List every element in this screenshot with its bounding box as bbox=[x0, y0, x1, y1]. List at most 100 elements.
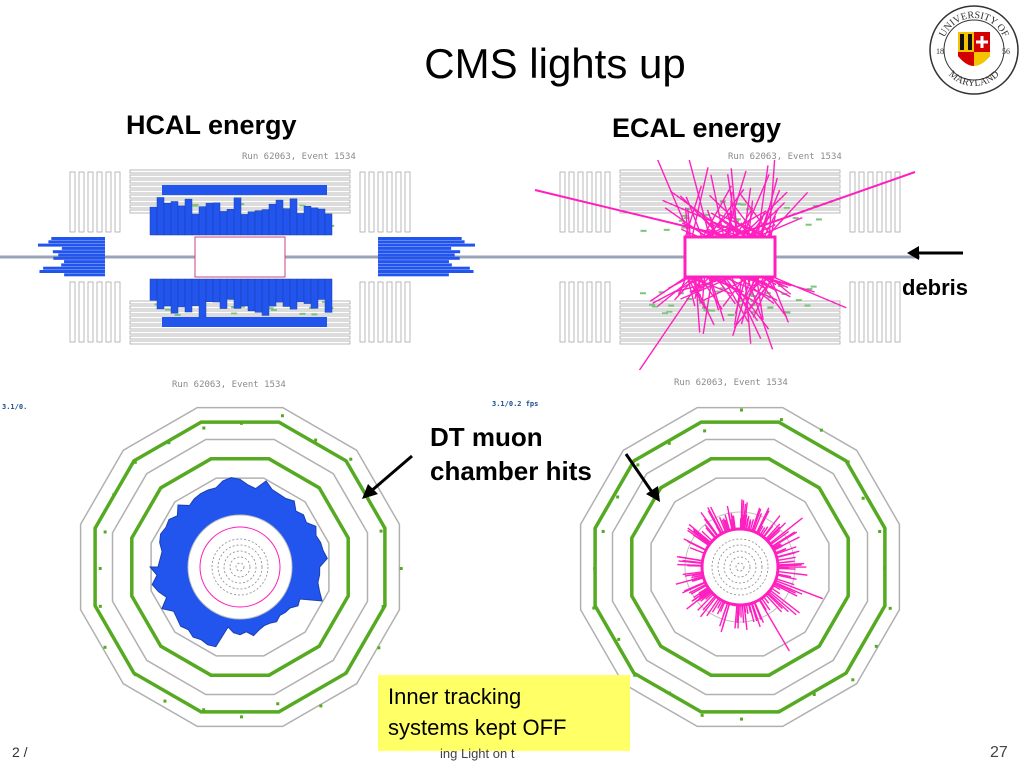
fps-readout-right: 3.1/0.2 fps bbox=[492, 400, 539, 408]
muon-hit bbox=[861, 496, 865, 500]
muon-hit bbox=[163, 699, 167, 703]
hcal-forward-tower bbox=[61, 263, 105, 267]
ecal-barrel-ring bbox=[700, 527, 780, 607]
muon-ring bbox=[650, 477, 830, 657]
muon-hit bbox=[299, 312, 306, 315]
hcal-tower bbox=[296, 278, 305, 303]
endcap-chamber bbox=[604, 281, 611, 343]
ecal-deposit bbox=[687, 529, 710, 546]
ecal-deposit bbox=[756, 510, 770, 534]
ecal-deposit bbox=[757, 165, 769, 238]
hcal-forward-tower bbox=[378, 250, 461, 254]
muon-hit bbox=[344, 671, 348, 675]
dt-muon-label-line1: DT muon bbox=[430, 422, 543, 452]
ecal-deposit bbox=[692, 530, 711, 545]
muon-hit bbox=[192, 203, 199, 206]
muon-hit bbox=[740, 203, 747, 206]
ecal-deposit bbox=[691, 588, 710, 602]
hcal-tower bbox=[170, 201, 179, 236]
hcal-forward-tower bbox=[43, 266, 105, 270]
muon-chamber-bottom bbox=[129, 310, 351, 315]
endcap-chamber bbox=[368, 281, 375, 343]
hcal-forward-tower bbox=[378, 260, 449, 264]
muon-hit bbox=[784, 311, 791, 314]
fps-readout-left: 3.1/0. bbox=[2, 403, 28, 411]
hcal-tower bbox=[156, 197, 165, 236]
muon-hit bbox=[819, 428, 823, 432]
endcap-chamber bbox=[368, 171, 375, 233]
endcap-chamber bbox=[78, 281, 85, 343]
muon-hit bbox=[751, 311, 758, 314]
hcal-tower bbox=[275, 278, 284, 303]
endcap-chamber bbox=[604, 171, 611, 233]
muon-hit bbox=[593, 567, 597, 570]
ecal-deposit bbox=[773, 583, 798, 597]
muon-hit bbox=[709, 309, 716, 312]
hcal-tower bbox=[247, 278, 256, 312]
muon-hit bbox=[202, 426, 206, 430]
muon-hit bbox=[240, 715, 243, 719]
muon-hit bbox=[681, 214, 688, 217]
ecal-deposit bbox=[775, 547, 787, 554]
endcap-chamber bbox=[386, 171, 393, 233]
ecal-deposit bbox=[703, 518, 718, 537]
ecal-deposit bbox=[777, 556, 796, 562]
endcap-chamber bbox=[395, 171, 402, 233]
ecal-deposit bbox=[737, 276, 775, 304]
endcap-chamber bbox=[105, 171, 112, 233]
hcal-tower bbox=[317, 278, 326, 300]
ecal-deposit bbox=[765, 523, 781, 540]
ecal-deposit bbox=[693, 587, 709, 599]
ecal-deposit bbox=[682, 571, 703, 576]
hcal-forward-tower bbox=[378, 246, 452, 250]
endcap-chamber bbox=[69, 281, 76, 343]
hcal-forward-tower bbox=[378, 270, 474, 273]
muon-hit bbox=[661, 312, 668, 315]
hcal-tower bbox=[254, 278, 263, 313]
run-event-label-hcal-end: Run 62063, Event 1534 bbox=[172, 380, 286, 390]
endcap-chamber bbox=[885, 281, 892, 343]
hcal-forward-tower bbox=[64, 260, 105, 264]
muon-hit bbox=[735, 202, 742, 205]
hcal-side-view-display bbox=[0, 169, 490, 345]
hcal-tower bbox=[156, 278, 165, 310]
ecal-deposit bbox=[740, 276, 756, 325]
muon-hit bbox=[883, 567, 887, 570]
ecal-deposit bbox=[762, 515, 781, 538]
run-event-label-ecal-side: Run 62063, Event 1534 bbox=[728, 152, 842, 162]
endcap-chamber bbox=[404, 171, 411, 233]
hcal-tower bbox=[212, 202, 221, 236]
muon-ring bbox=[130, 457, 350, 677]
muon-hit bbox=[667, 441, 671, 445]
hcal-forward-tower bbox=[37, 243, 105, 247]
hcal-tower bbox=[149, 206, 158, 236]
hcal-tower bbox=[170, 278, 179, 314]
ecal-deposit bbox=[763, 276, 815, 293]
muon-hit bbox=[399, 567, 403, 570]
muon-hit bbox=[745, 208, 752, 211]
ecal-deposit bbox=[687, 208, 691, 238]
endcap-chamber bbox=[849, 281, 856, 343]
hcal-end-view-display bbox=[79, 406, 403, 728]
ecal-deposit bbox=[767, 592, 789, 613]
hcal-forward-tower bbox=[378, 237, 462, 240]
endcap-chamber bbox=[559, 281, 566, 343]
ecal-deposit bbox=[678, 560, 703, 564]
endcap-chamber bbox=[849, 171, 856, 233]
ecal-deposit bbox=[753, 601, 762, 621]
tracker-layer bbox=[735, 562, 745, 572]
dt-muon-label: DT muon chamber hits bbox=[430, 420, 592, 488]
muon-hit bbox=[783, 206, 790, 209]
hcal-tower bbox=[240, 278, 249, 307]
ecal-deposit bbox=[769, 215, 776, 238]
ecal-deposit bbox=[534, 189, 731, 238]
hcal-forward-tower bbox=[378, 273, 449, 277]
hcal-forward-tower bbox=[378, 266, 470, 270]
muon-hit bbox=[792, 217, 799, 220]
muon-hit bbox=[719, 287, 726, 290]
ecal-deposit bbox=[726, 174, 739, 238]
muon-hit bbox=[715, 290, 722, 293]
ecal-deposit bbox=[722, 518, 729, 532]
ecal-deposit bbox=[697, 590, 711, 602]
ecal-deposit bbox=[775, 546, 797, 555]
